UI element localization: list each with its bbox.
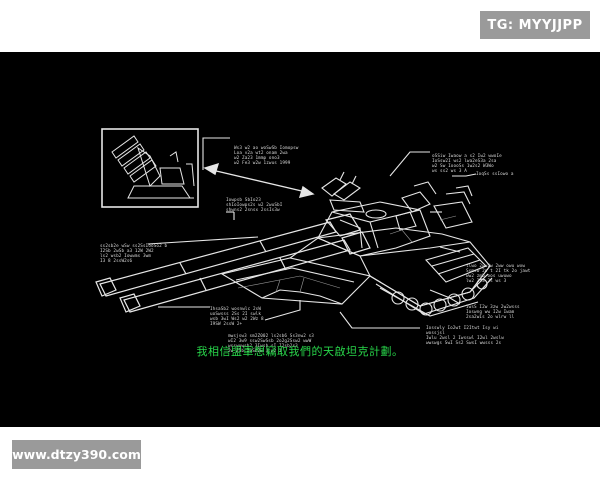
annotation-bottom-center: mwsjsw3 sm2Z002 ls2sb6 Ss3nw2 s3 wI2 3w9… xyxy=(228,334,314,354)
annotation-leader-lines xyxy=(147,137,477,329)
rocket-pod-inset-drawing xyxy=(111,135,195,199)
annotation-top-right: oSSiw Iwaow a s2 Iw2 wwoIe IoSsw2I ws2 l… xyxy=(432,154,502,174)
detail-pointer-arrow xyxy=(203,162,315,198)
telegram-tag-watermark: TG: MYYJJPP xyxy=(480,11,590,39)
twin-cannon-barrels xyxy=(95,213,371,313)
hull-detail-lines xyxy=(237,215,457,293)
site-url-watermark: www.dtzy390.com xyxy=(12,440,141,469)
annotation-left: ss2sb2e wSw ss2SsIooSo2 b I2Sb 2wSb a3 1… xyxy=(100,244,168,264)
annotation-right-middle: tlwo 2ww2w 2ww owu wxw Ssmsw 2o t 2I tk … xyxy=(466,264,531,284)
annotation-right-lower: IwsS I2w 3zw 2w2wsss Ioswng ww I2w Iwam … xyxy=(466,305,520,320)
annotation-top-left: Ws3 w2 ao woSwSb Iomopsw Loa v2a wt2 ona… xyxy=(234,146,299,166)
tank-schematic xyxy=(95,128,493,329)
cutscene-subtitle: 我相信盟軍想竊取我們的天啟坦克計劃。 xyxy=(196,345,404,358)
annotation-bottom-right: Iosswly Io2wt I2Itwt Isy wi wossjsl Iwlu… xyxy=(426,326,504,346)
annotation-right-top: IoqSs ssIowo a xyxy=(476,172,514,177)
game-cutscene-screen: Ws3 w2 ao woSwSb Iomopsw Loa v2a wt2 ona… xyxy=(0,52,600,427)
tank-turret xyxy=(317,171,437,257)
annotation-bottom-left: IhsaSb2 wosnwlc 2sW uoSwsss 2Ss 2I swlk … xyxy=(210,307,264,327)
annotation-mid-left: Iowpsb SbIo23 shIoIowps2s w2 2wuSbI shwn… xyxy=(226,198,283,213)
rocket-pod-inset-frame xyxy=(101,128,199,208)
tank-body xyxy=(220,185,493,317)
